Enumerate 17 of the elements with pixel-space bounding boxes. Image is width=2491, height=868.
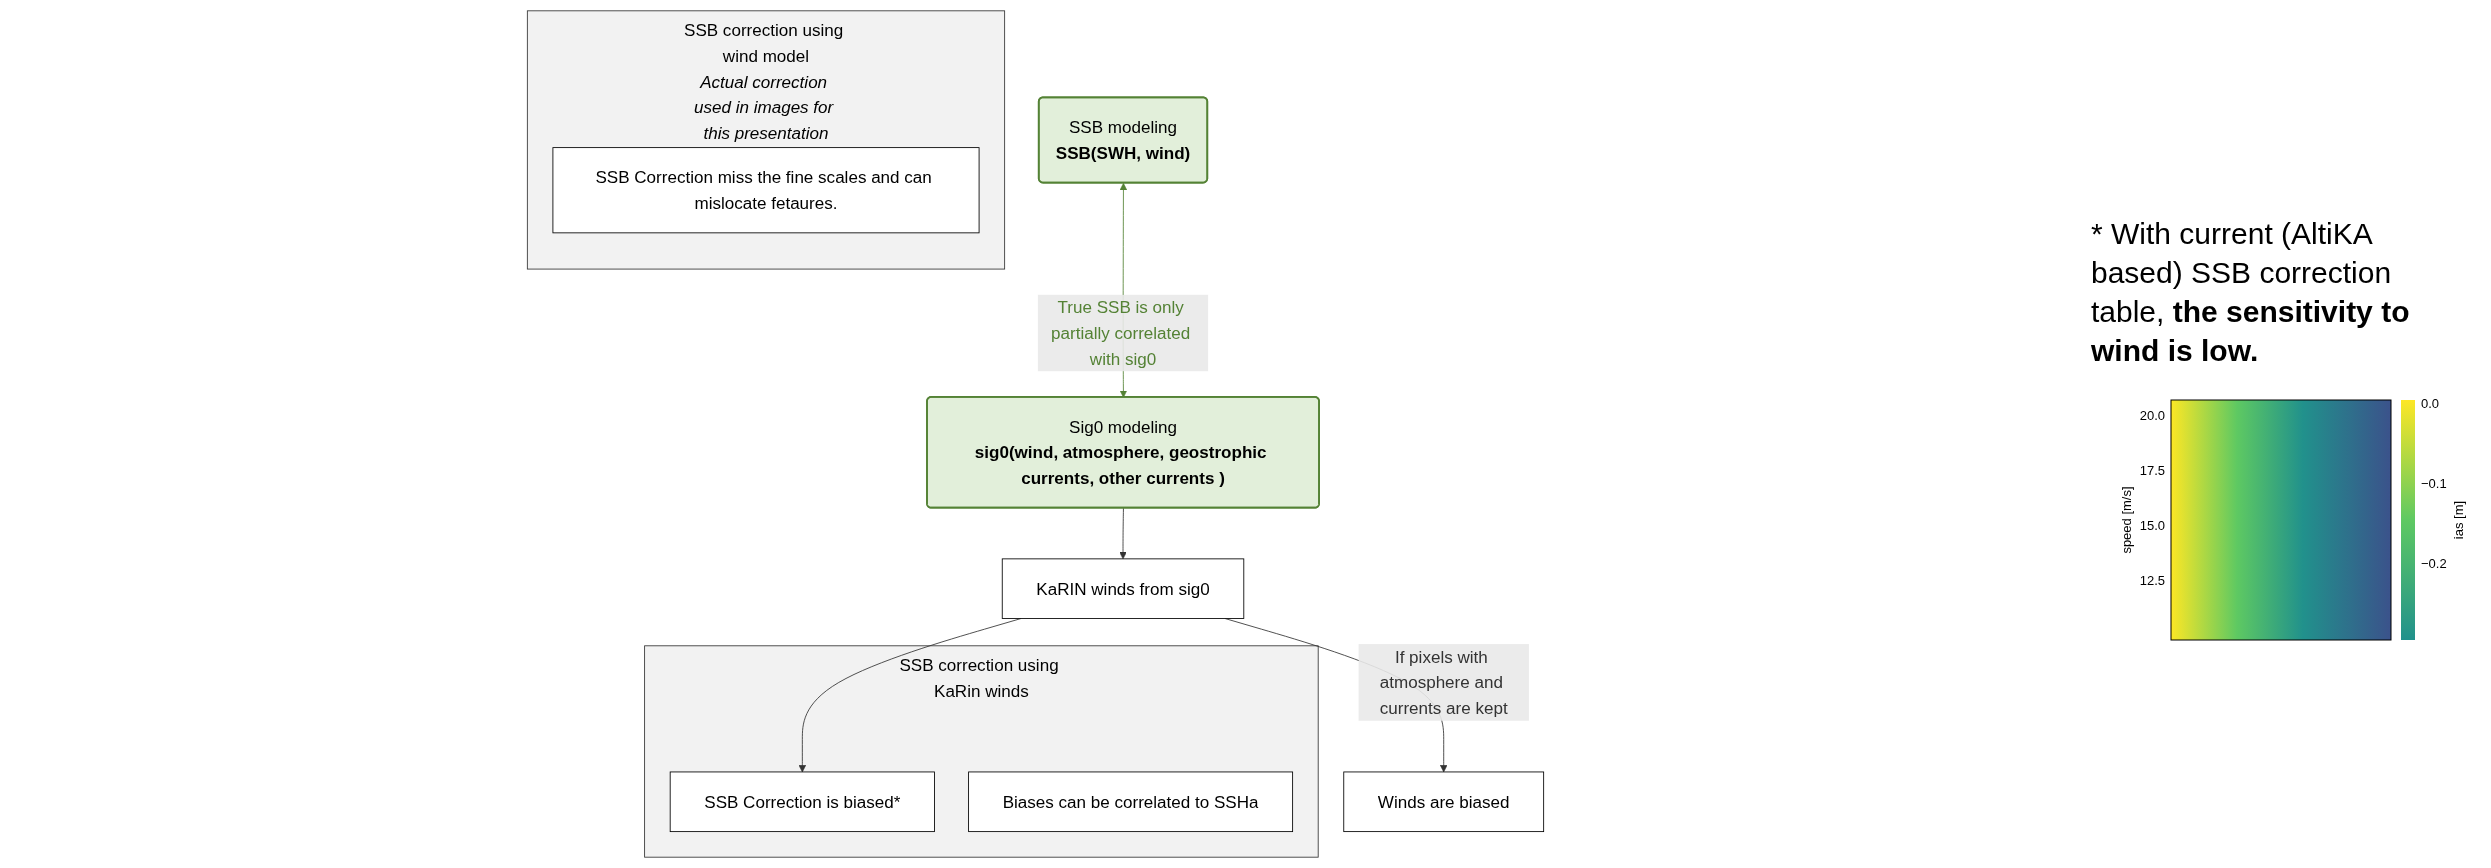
node-box: Winds are biased — [1343, 771, 1545, 833]
edge-label: If pixels with atmosphere and currents are kept — [1379, 647, 1508, 718]
tick-label: 20.0 — [2139, 408, 2165, 423]
tick-label: 0.0 — [2421, 396, 2440, 411]
node-box: SSB Correction miss the fine scales and can mislocate fetaures. — [552, 147, 980, 234]
axis-label: ias [m] — [2451, 500, 2466, 540]
node-box: SSB Correction is biased* — [669, 771, 935, 833]
axis-label: speed [m/s] — [2119, 486, 2134, 554]
node-box: KaRIN winds from sig0 — [1001, 558, 1245, 619]
edge-label: True SSB is only partially correlated with sig0 — [1051, 298, 1191, 368]
note-text: * With current (AltiKA based) SSB correction table, the sensitivity to wind is low. — [2091, 216, 2411, 369]
tick-label: 15.0 — [2139, 518, 2165, 533]
tick-label: 17.5 — [2139, 463, 2165, 478]
tick-label: −0.2 — [2421, 556, 2447, 571]
tick-label: 12.5 — [2139, 573, 2165, 588]
tick-label: −0.1 — [2421, 476, 2447, 491]
node-box: Biases can be correlated to SSHa — [968, 771, 1294, 833]
